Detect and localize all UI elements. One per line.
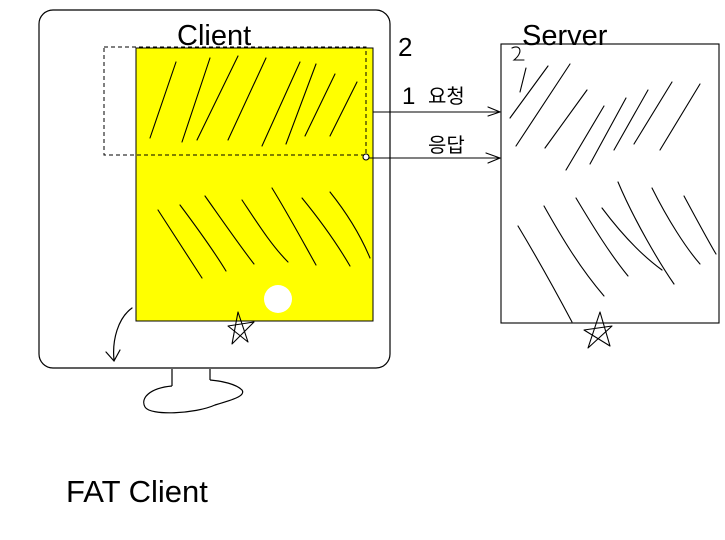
client-title: Client [177, 20, 252, 52]
star-icon-client [227, 311, 255, 345]
curved-arrow-icon [105, 307, 133, 363]
monitor-stand [143, 369, 244, 414]
client-hatch-bottom [157, 187, 371, 279]
connector-lines [362, 111, 500, 161]
star-icon-server [583, 311, 613, 349]
server-box [500, 43, 720, 324]
server-step-marks [511, 46, 527, 93]
client-hatch-top [149, 55, 358, 147]
response-label: 응답 [428, 133, 465, 157]
diagram-caption: FAT Client [66, 474, 208, 509]
server-hatch [509, 63, 717, 323]
request-label: 요청 [428, 84, 465, 108]
white-dot [264, 285, 292, 313]
step-two-label: 2 [398, 32, 412, 62]
monitor-frame [38, 9, 391, 369]
server-title: Server [522, 20, 608, 52]
arrowheads [485, 106, 502, 164]
client-screen [135, 47, 374, 322]
dashed-selection-box [103, 46, 367, 156]
step-one-label: 1 [402, 83, 415, 110]
